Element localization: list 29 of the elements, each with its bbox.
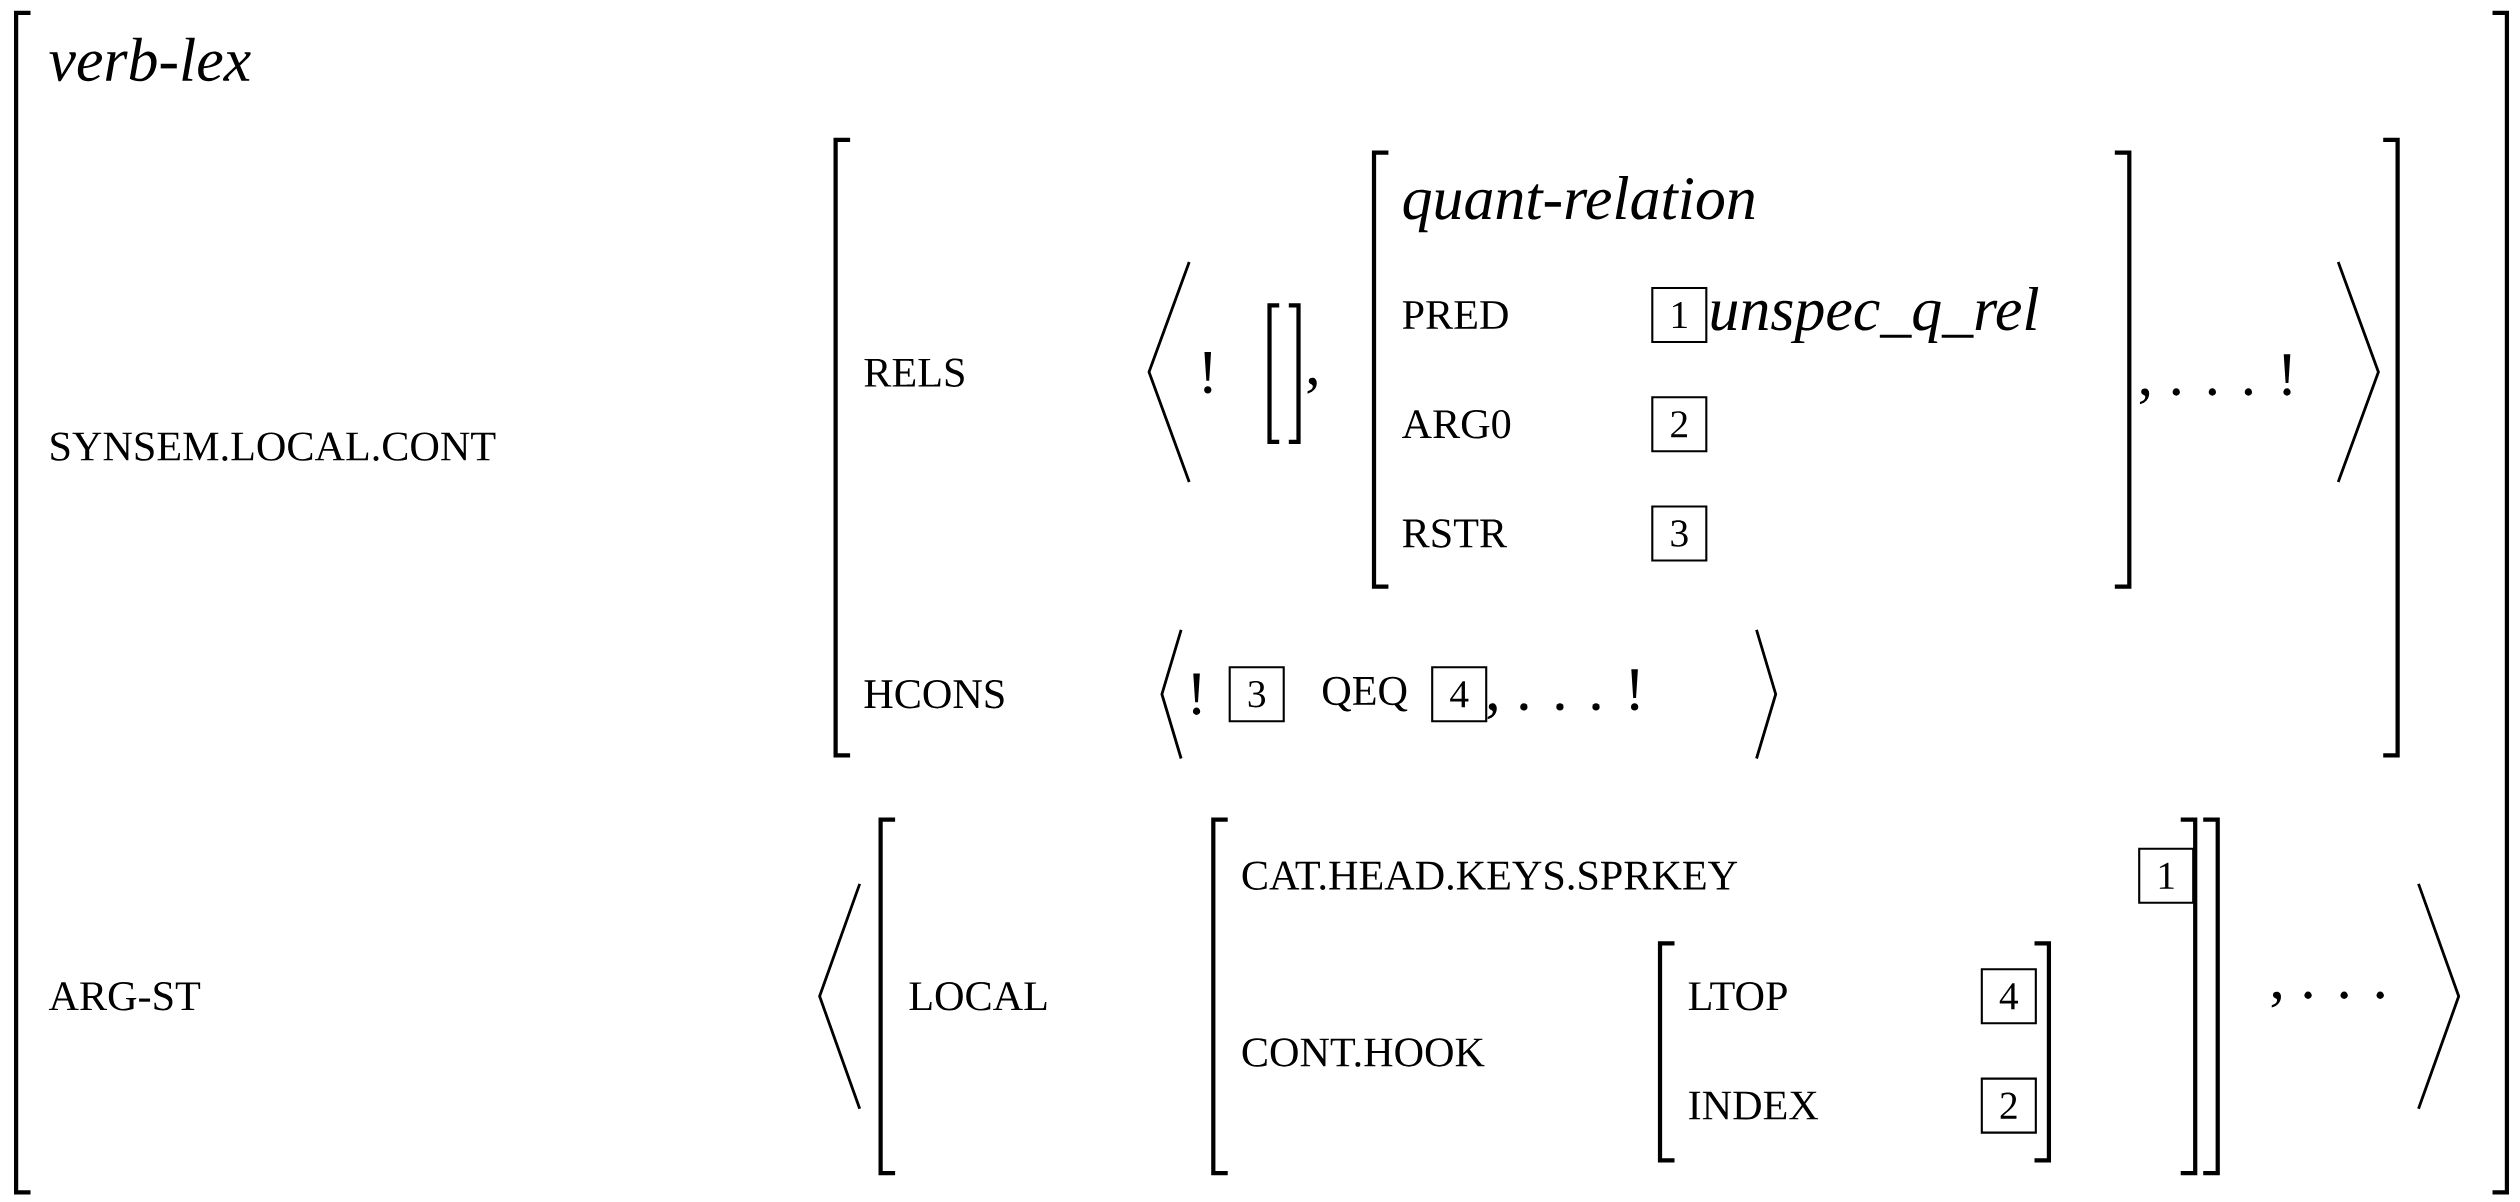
feature-name: SYNSEM.LOCAL.CONT — [51, 432, 496, 461]
feature-name: INDEX — [1689, 1091, 1819, 1120]
list-ending: , . . . ! — [2139, 354, 2291, 405]
list-delimiter: ! — [1204, 352, 1212, 394]
feature-name: LOCAL — [909, 982, 1047, 1011]
relation-name: QEQ — [1323, 676, 1408, 712]
feature-name: CAT.HEAD.KEYS.SPRKEY — [1242, 861, 1738, 891]
tag-box: 4 — [1980, 968, 2037, 1025]
tag-box: 1 — [2138, 847, 2195, 904]
feature-name: RSTR — [1402, 519, 1508, 548]
tag-box: 3 — [1228, 666, 1285, 723]
tag-box: 1 — [1651, 286, 1708, 344]
tag-box: 4 — [1431, 666, 1488, 723]
feature-name: ARG0 — [1402, 409, 1511, 439]
tag-box: 3 — [1651, 505, 1708, 562]
feature-name: HCONS — [864, 680, 1004, 709]
feature-name: LTOP — [1688, 982, 1787, 1011]
list-ending: , . . . — [2271, 991, 2384, 1008]
type-name: quant-relation — [1403, 176, 1755, 233]
type-name: verb-lex — [49, 37, 251, 82]
feature-name: RELS — [864, 358, 964, 387]
tag-box: 2 — [1980, 1077, 2037, 1134]
feature-name: ARG-ST — [48, 982, 201, 1011]
tag-box: 2 — [1651, 396, 1708, 453]
list-ending: , . . . ! — [1487, 669, 1639, 720]
punctuation: , — [1307, 377, 1317, 394]
type-name: unspec_q_rel — [1711, 286, 2039, 344]
feature-name: CONT.HOOK — [1242, 1038, 1485, 1067]
feature-name: PRED — [1402, 301, 1508, 329]
